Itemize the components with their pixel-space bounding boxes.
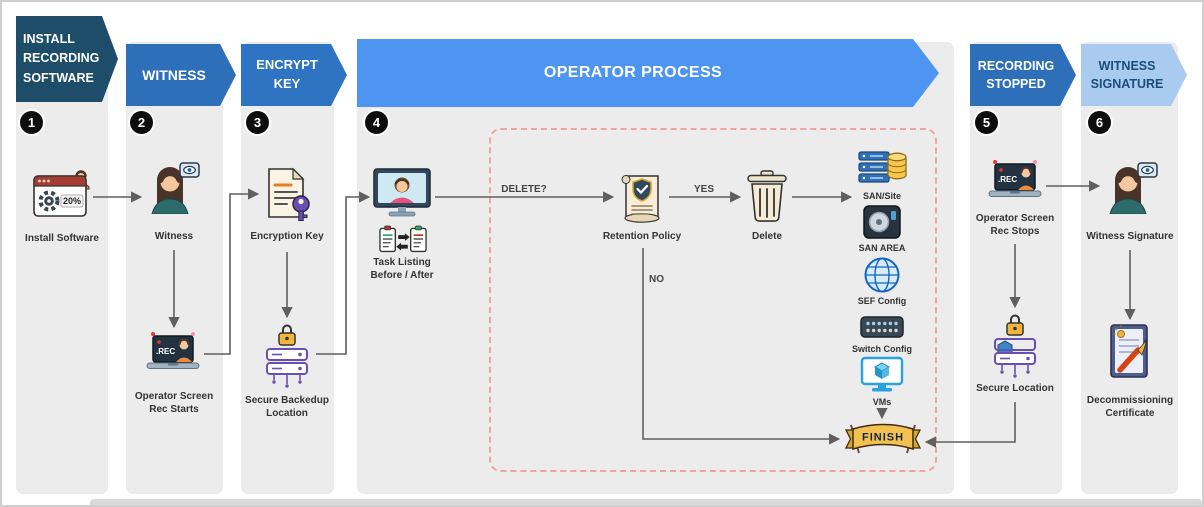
person-eye-icon (1102, 158, 1158, 215)
node-label-witness-signature: Witness Signature (1086, 231, 1174, 242)
stage-arrow-6: WITNESS SIGNATURE (1081, 44, 1187, 106)
node-label-san-site: SAN/Site (862, 191, 901, 201)
trash-icon (745, 170, 789, 224)
node-label-sef-config: SEF Config (857, 296, 907, 306)
network-switch-icon (859, 312, 905, 342)
edge-label-yes: YES (693, 184, 714, 195)
node-label-retention-policy: Retention Policy (602, 231, 682, 242)
laptop-rec-icon: .REC (144, 330, 202, 376)
progress-text: 20% (63, 196, 81, 206)
edge-label-no: NO (649, 274, 664, 285)
browser-gear-icon: 20% (33, 170, 91, 220)
node-label-decommissioning-certificate: Decommissioning Certificate (1086, 395, 1174, 419)
node-label-witness: Witness (154, 231, 194, 242)
node-label-encryption-key: Encryption Key (250, 231, 324, 242)
step-badge-4: 4 (363, 109, 390, 136)
node-label-operator-rec-stops: Operator Screen Rec Stops (975, 213, 1055, 237)
finish-text: FINISH (862, 432, 904, 444)
decision-boundary-box (489, 128, 937, 472)
globe-icon (863, 256, 901, 294)
stage-arrow-2: WITNESS (126, 44, 236, 106)
person-eye-icon (144, 158, 200, 215)
stage-arrow-3: ENCRYPT KEY (241, 44, 347, 106)
node-label-install-software: Install Software (25, 233, 99, 244)
rec-badge: .REC (998, 175, 1017, 184)
stage-arrow-1: INSTALL RECORDING SOFTWARE (16, 16, 118, 102)
stage-arrow-5: RECORDING STOPPED (970, 44, 1076, 106)
document-key-icon (263, 166, 311, 222)
node-label-vms: VMs (872, 397, 892, 407)
stage-arrow-4: OPERATOR PROCESS (357, 39, 939, 107)
step-badge-5: 5 (973, 109, 1000, 136)
certificate-pen-icon (1104, 322, 1156, 386)
policy-scroll-icon (618, 170, 666, 226)
server-lock-icon (988, 312, 1042, 378)
clipboards-compare-icon (379, 224, 427, 254)
laptop-rec-icon: .REC (986, 158, 1044, 204)
monitor-cube-icon (860, 356, 904, 396)
step-badge-1: 1 (18, 109, 45, 136)
node-label-delete: Delete (751, 231, 782, 242)
step-badge-6: 6 (1086, 109, 1113, 136)
server-lock-icon (260, 322, 314, 388)
monitor-operator-icon (372, 168, 432, 222)
step-badge-2: 2 (128, 109, 155, 136)
node-label-task-listing: Task Listing Before / After (370, 257, 434, 281)
edge-label-delete: DELETE? (501, 184, 547, 195)
horizontal-scrollbar[interactable] (90, 499, 1202, 505)
server-database-icon (856, 148, 908, 190)
node-label-san-area: SAN AREA (858, 243, 906, 253)
node-label-operator-rec-starts: Operator Screen Rec Starts (134, 391, 214, 415)
step-badge-3: 3 (244, 109, 271, 136)
hard-disk-icon (862, 204, 902, 240)
node-label-switch-config: Switch Config (852, 344, 912, 354)
node-label-secure-backedup: Secure Backedup Location (245, 395, 329, 419)
finish-banner-icon: FINISH (843, 421, 923, 459)
rec-badge: .REC (156, 347, 175, 356)
node-label-secure-location: Secure Location (976, 383, 1054, 394)
